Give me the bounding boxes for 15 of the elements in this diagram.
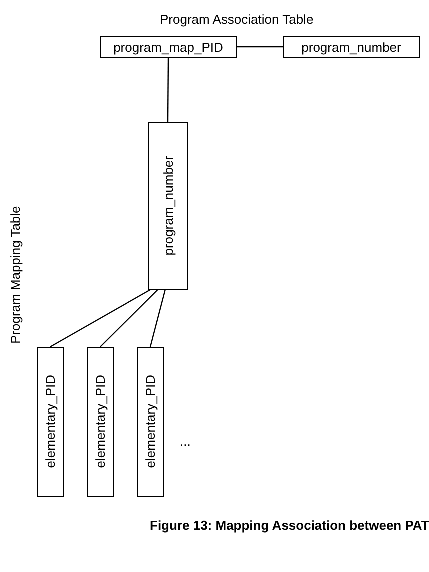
connector-line (150, 290, 166, 348)
connector-line (100, 290, 158, 348)
table-field-box: elementary_PID (87, 347, 114, 497)
side-label: Program Mapping Table (7, 205, 24, 345)
connector-line (237, 46, 283, 48)
table-field-box: elementary_PID (37, 347, 64, 497)
ellipsis-label: ... (180, 433, 191, 451)
connector-line (50, 289, 151, 348)
table-field-box: program_number (148, 122, 188, 290)
table-field-box: program_map_PID (100, 36, 237, 58)
diagram-title: Program Association Table (160, 11, 314, 29)
connector-line (167, 58, 170, 122)
figure-caption: Figure 13: Mapping Association between PAT (150, 517, 429, 535)
table-field-box: program_number (283, 36, 420, 58)
table-field-box: elementary_PID (137, 347, 164, 497)
